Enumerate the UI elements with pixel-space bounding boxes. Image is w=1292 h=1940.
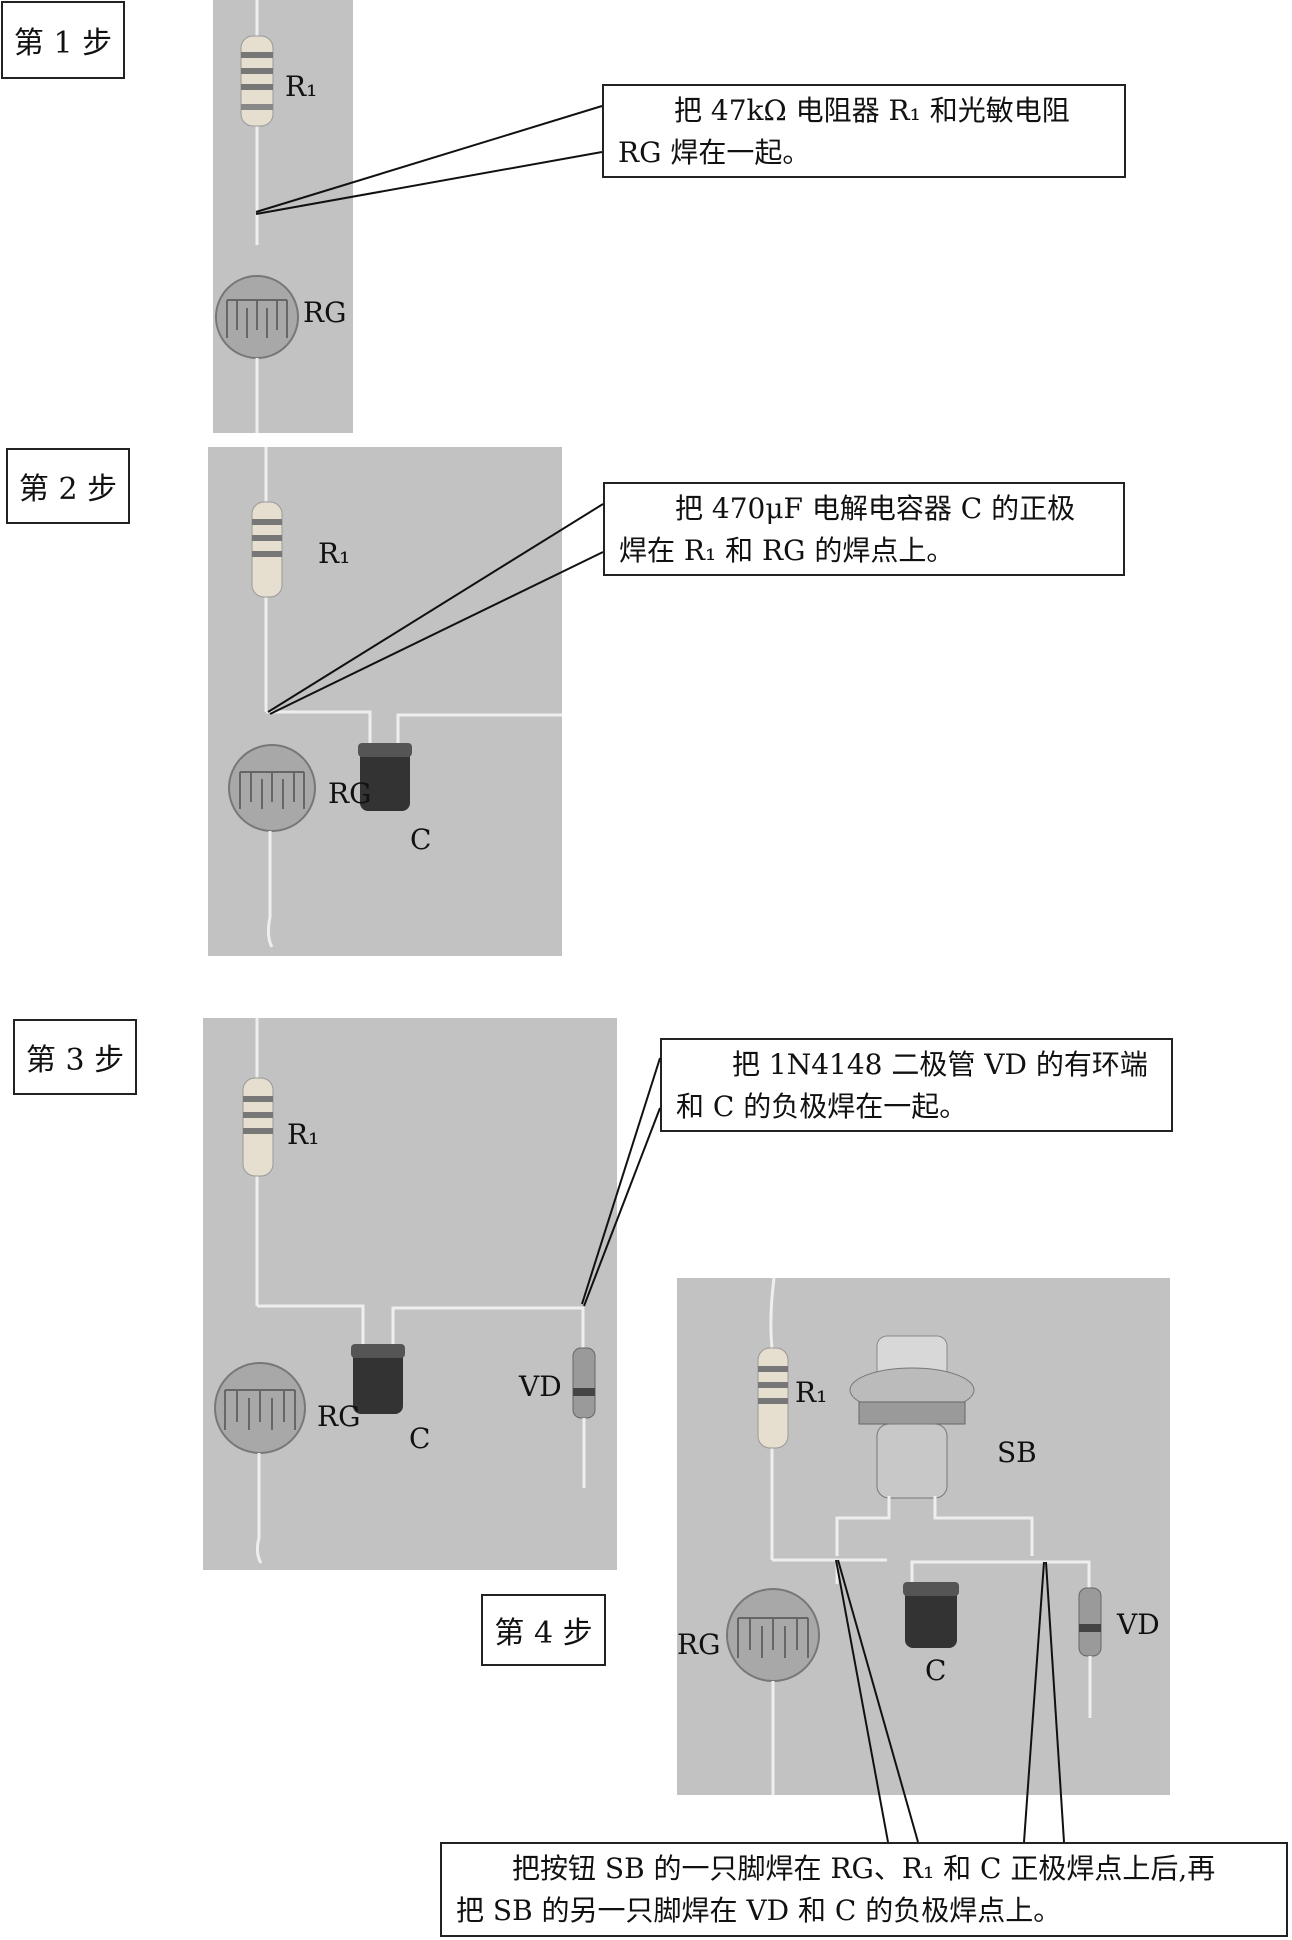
step3-photo: R₁ RG C VD [203,1018,617,1570]
step1-note-line1: 把 47kΩ 电阻器 R₁ 和光敏电阻 [674,94,1070,127]
step3-note-line1: 把 1N4148 二极管 VD 的有环端 [732,1048,1148,1081]
step4-label-c: C [925,1654,947,1687]
step3-label-r1: R₁ [287,1118,320,1151]
step4-label-r1: R₁ [795,1376,828,1409]
step4-components-illustration [726,1278,1102,1795]
step1-label-rg: RG [303,296,347,329]
step2-title: 第 2 步 [6,448,130,524]
step2-components-illustration [228,447,562,948]
step3-label-vd: VD [519,1370,562,1403]
step1-note-line2: RG 焊在一起。 [618,136,811,169]
step2-label-r1: R₁ [318,537,351,570]
step3-note: 把 1N4148 二极管 VD 的有环端 和 C 的负极焊在一起。 [660,1038,1173,1132]
step2-note: 把 470μF 电解电容器 C 的正极 焊在 R₁ 和 RG 的焊点上。 [603,482,1125,576]
step4-note-line2: 把 SB 的另一只脚焊在 VD 和 C 的负极焊点上。 [456,1894,1062,1927]
step2-label-rg: RG [328,777,372,810]
step4-title: 第 4 步 [481,1594,606,1666]
step4-photo: R₁ SB RG C VD [677,1278,1170,1795]
step2-photo: R₁ RG C [208,447,562,956]
step3-label-rg: RG [317,1400,361,1433]
step4-label-sb: SB [997,1436,1037,1469]
step4-note: 把按钮 SB 的一只脚焊在 RG、R₁ 和 C 正极焊点上后,再 把 SB 的另… [440,1842,1288,1937]
step2-note-line1: 把 470μF 电解电容器 C 的正极 [675,492,1076,525]
step4-label-vd: VD [1117,1608,1160,1641]
step1-components-illustration [215,0,299,433]
step1-photo: R₁ RG [213,0,353,433]
step3-note-line2: 和 C 的负极焊在一起。 [676,1090,968,1123]
step3-label-c: C [409,1422,431,1455]
step1-label-r1: R₁ [285,70,318,103]
step2-label-c: C [410,823,432,856]
step3-title: 第 3 步 [13,1019,137,1095]
step4-note-line1: 把按钮 SB 的一只脚焊在 RG、R₁ 和 C 正极焊点上后,再 [512,1852,1216,1885]
step1-title: 第 1 步 [1,1,125,79]
step1-note: 把 47kΩ 电阻器 R₁ 和光敏电阻 RG 焊在一起。 [602,84,1126,178]
step2-note-line2: 焊在 R₁ 和 RG 的焊点上。 [619,534,955,567]
step4-label-rg: RG [677,1628,721,1661]
step3-components-illustration [214,1018,596,1564]
